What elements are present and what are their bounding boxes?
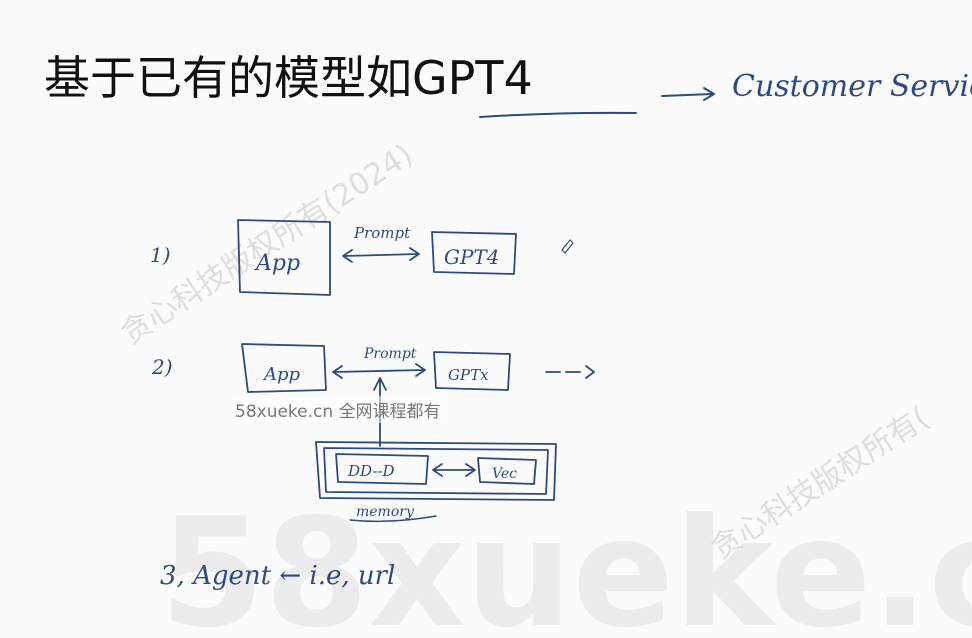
item2-number: 2) (151, 355, 173, 379)
item2-app-label: App (262, 364, 301, 385)
pen-cursor-icon (561, 239, 574, 254)
big-watermark: 58xueke.cn (160, 487, 972, 638)
item1-prompt-label: Prompt (353, 224, 411, 242)
memory-outer-box (315, 441, 557, 501)
item3-agent-note: 3, Agent ← i.e, url (160, 561, 395, 591)
arrow-to-customer-icon (661, 87, 715, 101)
memory-underline (349, 515, 437, 523)
item2-dashed-arrow-icon (545, 365, 595, 379)
vector-db-box (477, 457, 537, 485)
item2-double-arrow-icon (332, 363, 426, 379)
item1-gpt-label: GPT4 (444, 245, 500, 269)
item2-gpt-box (433, 351, 511, 391)
item2-gpt-label: GPTx (448, 366, 489, 384)
site-watermark-en: 58xueke.cn (235, 402, 334, 422)
item2-app-box (241, 343, 327, 393)
title-underline (479, 111, 637, 118)
item1-number: 1) (150, 243, 171, 267)
vector-db-label: Vec (492, 466, 517, 482)
item2-prompt-label: Prompt (363, 346, 417, 362)
item1-app-label: App (254, 251, 300, 276)
memory-chunks-box (335, 453, 429, 485)
memory-double-arrow-icon (432, 463, 476, 477)
site-watermark-cn: 全网课程都有 (338, 402, 441, 422)
site-watermark: 58xueke.cn 全网课程都有 (232, 396, 444, 423)
item1-app-box (237, 219, 331, 296)
slide-title: 基于已有的模型如GPT4 (44, 51, 533, 105)
memory-chunks-label: DD--D (347, 462, 395, 480)
customer-service-note: Customer Servic (732, 69, 972, 104)
item1-double-arrow-icon (342, 247, 420, 263)
memory-label: memory (356, 504, 415, 520)
item1-gpt-box (431, 231, 517, 275)
